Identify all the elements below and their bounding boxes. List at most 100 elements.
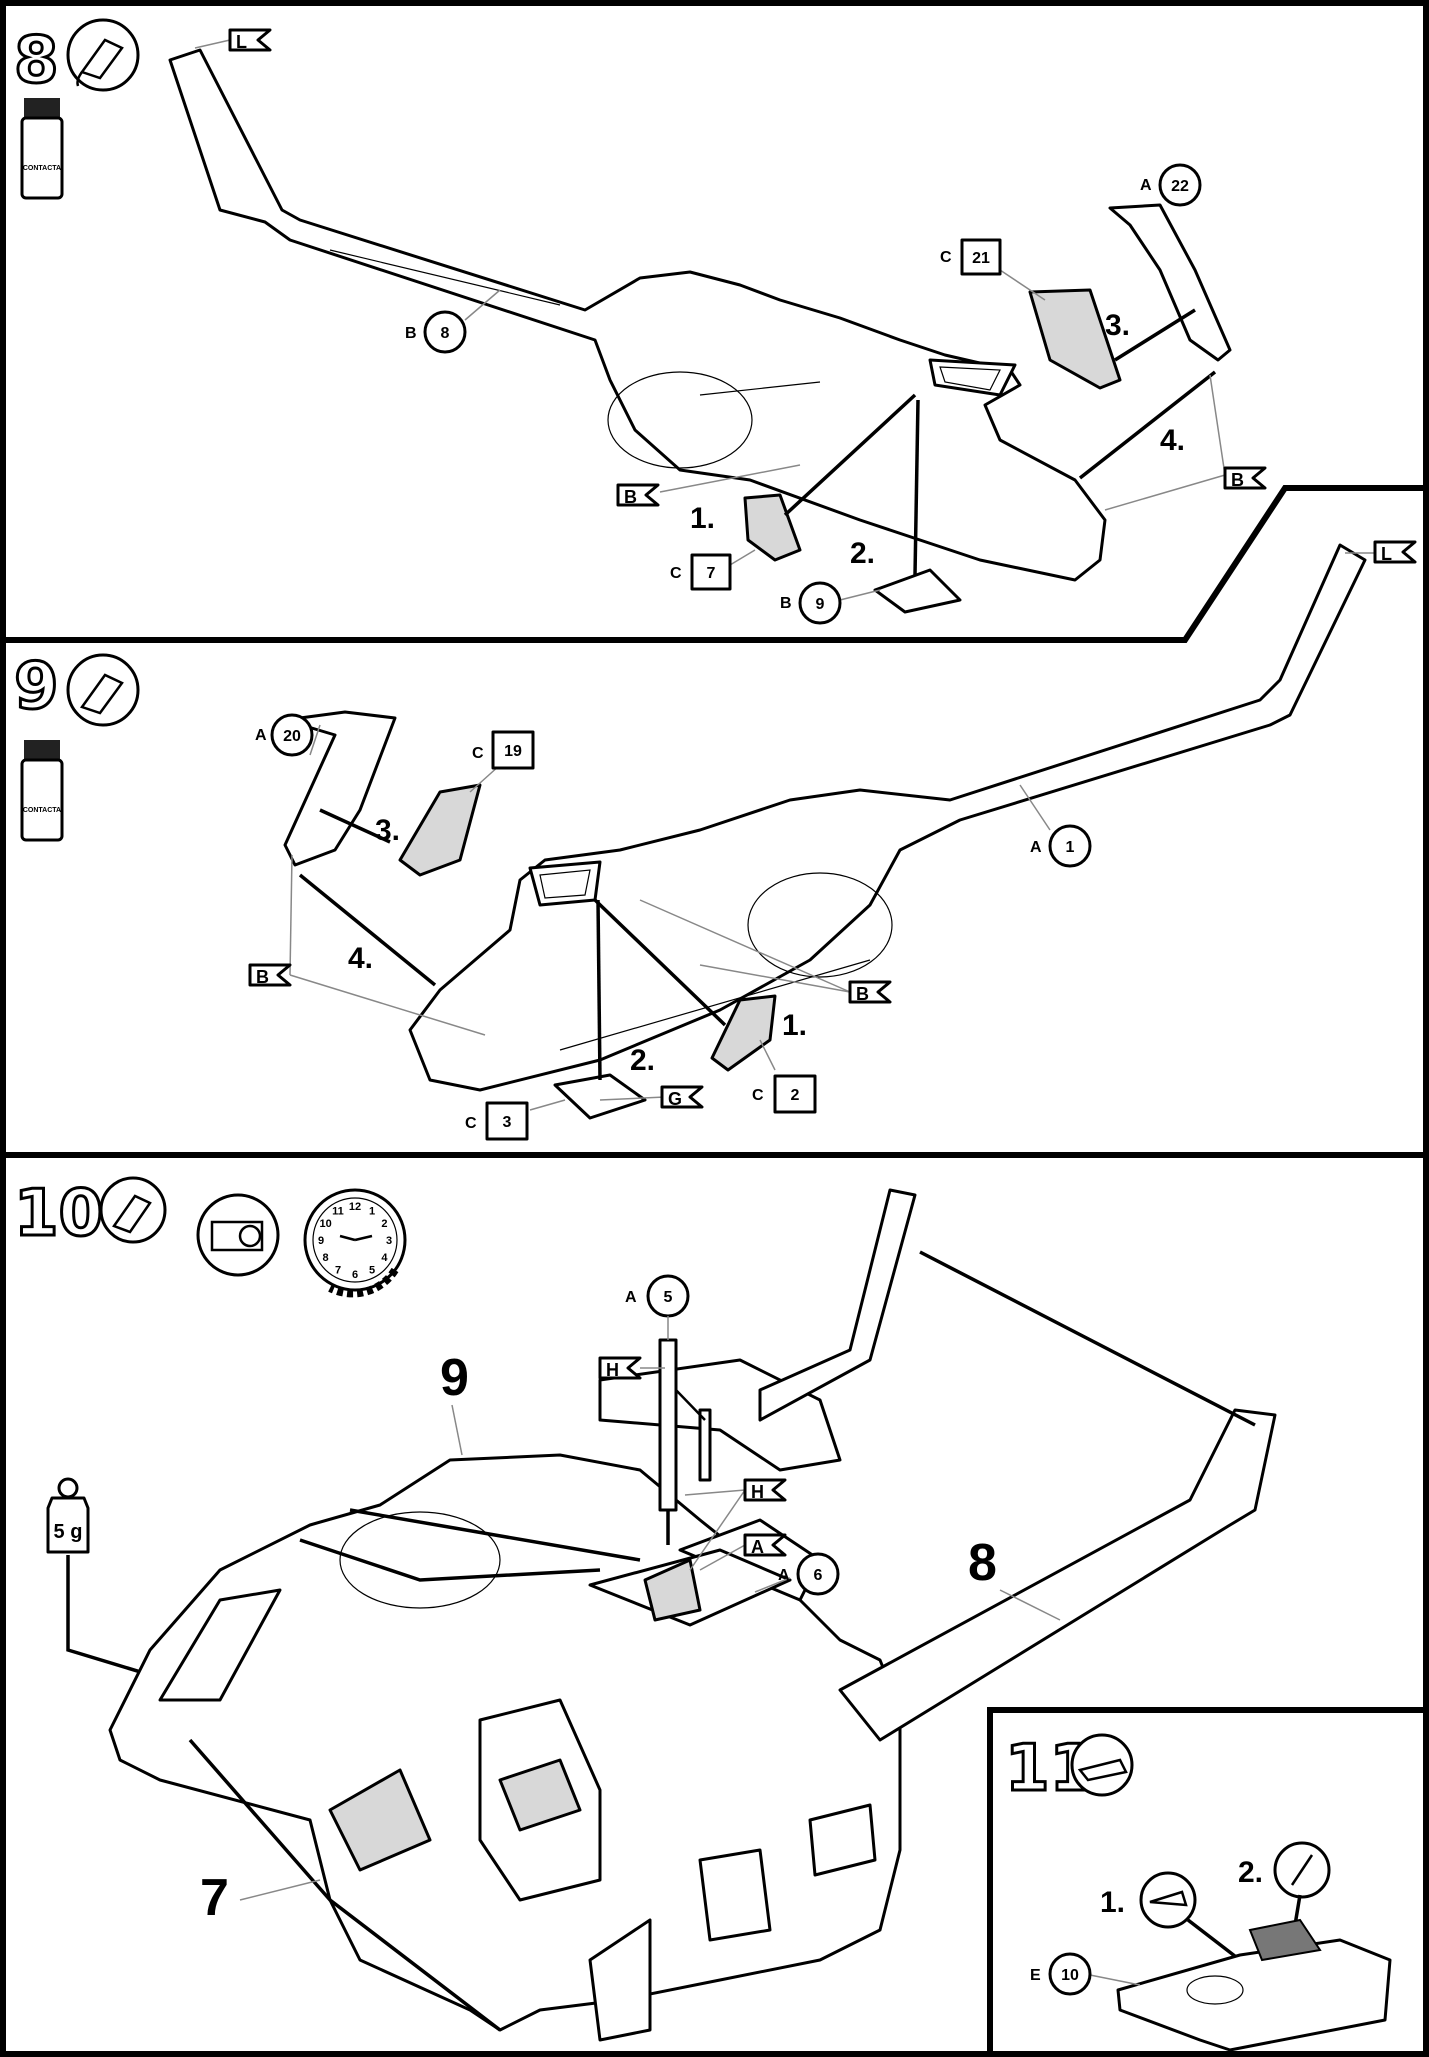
svg-text:4.: 4. bbox=[1160, 424, 1185, 457]
svg-text:21: 21 bbox=[972, 250, 990, 267]
svg-text:L: L bbox=[236, 32, 247, 52]
callout-B8: B 8 bbox=[405, 289, 501, 354]
clock-number: 6 bbox=[352, 1269, 358, 1281]
subassembly-8-label: 8 bbox=[968, 1534, 997, 1592]
step-number-8: 8 bbox=[14, 24, 59, 98]
flag-B-step9-right: B bbox=[639, 899, 892, 1004]
svg-text:10: 10 bbox=[1061, 1967, 1079, 1984]
svg-text:B: B bbox=[780, 595, 792, 612]
flag-B-step8-right: B bbox=[1104, 374, 1267, 511]
svg-text:CONTACTA: CONTACTA bbox=[23, 807, 61, 814]
svg-text:5 g: 5 g bbox=[54, 1521, 83, 1543]
clock-number: 7 bbox=[335, 1264, 341, 1276]
svg-text:C: C bbox=[465, 1115, 477, 1132]
window-2 bbox=[710, 994, 777, 1072]
svg-text:B: B bbox=[856, 984, 869, 1004]
svg-text:3.: 3. bbox=[375, 814, 400, 847]
step-8-order-labels: 1. 2. 3. 4. bbox=[690, 309, 1185, 570]
svg-text:B: B bbox=[405, 325, 417, 342]
callout-C19: C 19 bbox=[469, 730, 535, 793]
svg-text:A: A bbox=[778, 1567, 790, 1584]
glue-tube-icon-10 bbox=[99, 1176, 167, 1244]
svg-text:H: H bbox=[606, 1360, 619, 1380]
svg-text:1.: 1. bbox=[690, 502, 715, 535]
flag-L-step9: L bbox=[1345, 540, 1417, 564]
window-19 bbox=[398, 783, 482, 877]
knife-circle-2 bbox=[1273, 1841, 1331, 1926]
svg-text:A: A bbox=[1140, 177, 1152, 194]
window-21 bbox=[1028, 288, 1122, 390]
flag-H-step10-top: H bbox=[598, 1356, 665, 1380]
fuselage-assembly bbox=[108, 1358, 902, 2042]
clock-number: 3 bbox=[386, 1235, 392, 1247]
svg-text:1.: 1. bbox=[782, 1009, 807, 1042]
step-number-10: 10 bbox=[14, 1177, 103, 1251]
transmission-base-6 bbox=[588, 1548, 792, 1627]
clock-number: 5 bbox=[369, 1264, 375, 1276]
clock-number: 8 bbox=[323, 1252, 329, 1264]
window-7 bbox=[743, 493, 802, 562]
svg-text:20: 20 bbox=[283, 728, 301, 745]
glue-tube-icon-9 bbox=[66, 653, 140, 727]
clock-number: 9 bbox=[318, 1235, 324, 1247]
svg-text:22: 22 bbox=[1171, 178, 1189, 195]
fuselage-half-right bbox=[408, 543, 1367, 1092]
subassembly-9-label: 9 bbox=[440, 1349, 469, 1407]
callout-A6: A 6 bbox=[754, 1552, 840, 1596]
svg-text:6: 6 bbox=[814, 1567, 823, 1584]
svg-text:2: 2 bbox=[791, 1087, 800, 1104]
svg-text:A: A bbox=[625, 1289, 637, 1306]
svg-text:A: A bbox=[255, 727, 267, 744]
flag-H-step10-mid: H bbox=[684, 1478, 787, 1571]
flag-B-step8-left: B bbox=[616, 464, 801, 507]
callout-E10: E 10 bbox=[1030, 1952, 1141, 1996]
flag-B-step9-left: B bbox=[248, 854, 486, 1036]
side-canopy-20 bbox=[283, 710, 397, 867]
flag-G-step9: G bbox=[599, 1085, 704, 1109]
callout-A5: A 5 bbox=[625, 1274, 690, 1340]
step-number-9: 9 bbox=[14, 650, 59, 724]
clock-number: 4 bbox=[381, 1252, 388, 1264]
flag-A-step10: A bbox=[699, 1533, 787, 1571]
callout-C3: C 3 bbox=[465, 1099, 566, 1141]
weight-icon: 5 g bbox=[46, 1477, 90, 1554]
step-9-arrows bbox=[298, 808, 727, 1081]
svg-text:2.: 2. bbox=[1238, 1856, 1263, 1889]
floor-plate-3 bbox=[553, 1073, 647, 1120]
svg-text:19: 19 bbox=[504, 743, 522, 760]
step-10-join-lines bbox=[188, 1250, 1256, 2032]
clock-number: 2 bbox=[381, 1218, 387, 1230]
rotor-shaft-5 bbox=[658, 1338, 712, 1545]
flag-L-step8: L bbox=[194, 28, 272, 52]
svg-text:7: 7 bbox=[707, 565, 716, 582]
svg-text:8: 8 bbox=[441, 325, 450, 342]
svg-text:9: 9 bbox=[816, 596, 825, 613]
svg-text:3: 3 bbox=[503, 1114, 512, 1131]
svg-text:A: A bbox=[751, 1537, 764, 1557]
svg-text:L: L bbox=[1381, 544, 1392, 564]
side-canopy-22 bbox=[1108, 203, 1232, 362]
svg-text:4.: 4. bbox=[348, 942, 373, 975]
callout-A1: A 1 bbox=[1019, 784, 1092, 868]
step-9-order-labels: 1. 2. 3. 4. bbox=[348, 814, 807, 1077]
glue-tube-icon bbox=[66, 18, 140, 92]
fuselage-half-left bbox=[168, 48, 1107, 582]
glue-jar-icon: CONTACTA bbox=[20, 98, 64, 200]
svg-text:C: C bbox=[670, 565, 682, 582]
callout-C7: C 7 bbox=[670, 549, 756, 591]
callout-C2: C 2 bbox=[752, 1039, 817, 1114]
svg-text:1: 1 bbox=[1066, 839, 1075, 856]
step-8-arrows bbox=[783, 308, 1217, 576]
svg-text:B: B bbox=[1231, 470, 1244, 490]
svg-text:5: 5 bbox=[664, 1289, 673, 1306]
part-10-housing bbox=[1116, 1918, 1392, 2052]
step-11-panel: 11 1. 2. E 10 bbox=[1004, 1731, 1392, 2052]
svg-text:1.: 1. bbox=[1100, 1886, 1125, 1919]
step-8-panel: 8 CONTACTA bbox=[13, 18, 1267, 625]
glue-jar-label: CONTACTA bbox=[23, 165, 61, 172]
